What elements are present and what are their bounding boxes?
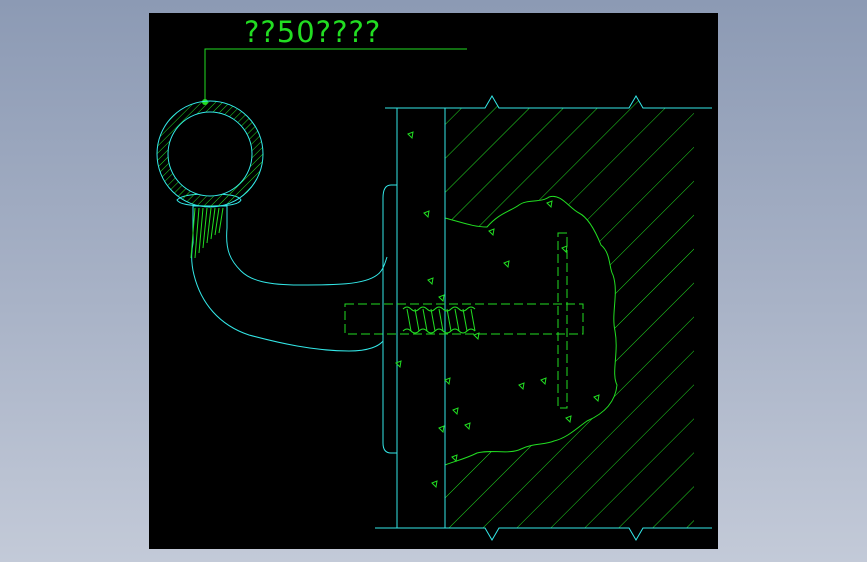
wall-flange — [382, 184, 397, 454]
plaster-layer — [375, 107, 446, 529]
handrail-bracket — [191, 227, 388, 352]
aggregate-marks — [395, 131, 600, 489]
cad-drawing-viewport: ??50???? — [149, 13, 718, 549]
handrail-tube — [156, 100, 264, 208]
bolt-thread — [402, 306, 476, 334]
leader-line — [204, 48, 467, 101]
drawing-label: ??50???? — [244, 15, 381, 49]
concrete-pocket — [444, 195, 618, 466]
handrail-detail-drawing: ??50???? — [156, 15, 712, 541]
anchor-bolt — [344, 232, 584, 409]
